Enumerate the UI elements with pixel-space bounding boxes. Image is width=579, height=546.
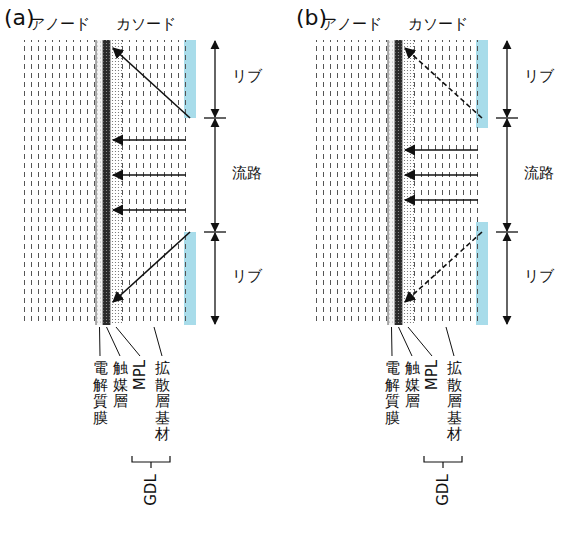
gdl-label: GDL: [143, 474, 160, 506]
dimension-tick: [496, 231, 518, 232]
layer-border: [388, 40, 389, 325]
gdl-bracket: [424, 456, 462, 462]
layer-border: [103, 40, 104, 325]
leader-line: [399, 327, 413, 356]
anode-layer: [22, 40, 96, 325]
rib-label: リブ: [524, 68, 554, 85]
leader-line: [446, 327, 454, 356]
rib-label: リブ: [232, 68, 262, 85]
electrode-label: カソード: [408, 16, 468, 33]
membrane-layer: [388, 40, 395, 325]
electrode-label: アノード: [30, 16, 90, 33]
layer-label: 触媒層: [405, 360, 420, 410]
membrane-layer: [96, 40, 103, 325]
channel-label: 流路: [232, 165, 262, 182]
gas-flow-arrow: [405, 149, 478, 151]
electrode-label: カソード: [116, 16, 176, 33]
rib-label: リブ: [232, 268, 262, 285]
layer-border: [395, 40, 396, 325]
dimension-line: [214, 233, 215, 324]
gas-flow-arrow: [113, 139, 186, 141]
gas-flow-arrow: [113, 232, 190, 302]
mpl-layer: [110, 40, 122, 325]
leader-line: [99, 327, 101, 356]
rib-label: リブ: [524, 268, 554, 285]
gas-flow-arrow: [113, 209, 186, 211]
layer-label: 拡散層基材: [447, 360, 462, 443]
dimension-tick: [204, 231, 226, 232]
layer-label: MPL: [424, 360, 441, 390]
layer-border: [96, 40, 97, 325]
layer-label: 拡散層基材: [155, 360, 170, 443]
gas-flow-arrow: [405, 232, 482, 302]
gas-flow-arrow: [405, 174, 478, 176]
channel-label: 流路: [524, 165, 554, 182]
leader-line: [154, 327, 162, 356]
dimension-line: [506, 41, 507, 117]
dimension-line: [214, 119, 215, 231]
leader-line: [391, 327, 393, 356]
dimension-line: [506, 119, 507, 231]
dimension-line: [506, 233, 507, 324]
substrate-layer: [122, 40, 186, 325]
catalyst-layer: [103, 40, 110, 325]
gdl-bracket: [132, 456, 170, 462]
gas-flow-arrow: [113, 48, 190, 118]
gas-flow-arrow: [113, 174, 186, 176]
layer-label: 電解質膜: [385, 360, 400, 426]
layer-border: [110, 40, 111, 325]
gas-flow-arrow: [405, 199, 478, 201]
dimension-line: [214, 41, 215, 117]
layer-label: 電解質膜: [93, 360, 108, 426]
gdl-bracket: [442, 462, 443, 468]
gdl-bracket: [150, 462, 151, 468]
mpl-layer: [402, 40, 414, 325]
gas-flow-arrow: [405, 48, 482, 118]
leader-line: [116, 327, 140, 356]
layer-border: [402, 40, 403, 325]
electrode-label: アノード: [322, 16, 382, 33]
dimension-tick: [204, 117, 226, 118]
leader-line: [408, 327, 432, 356]
cell-cross-section: [314, 40, 518, 468]
layer-label: 触媒層: [113, 360, 128, 410]
catalyst-layer: [395, 40, 402, 325]
cell-cross-section: [22, 40, 226, 468]
layer-label: MPL: [132, 360, 149, 390]
substrate-layer: [414, 40, 478, 325]
dimension-tick: [496, 117, 518, 118]
gdl-label: GDL: [435, 474, 452, 506]
anode-layer: [314, 40, 388, 325]
leader-line: [107, 327, 121, 356]
